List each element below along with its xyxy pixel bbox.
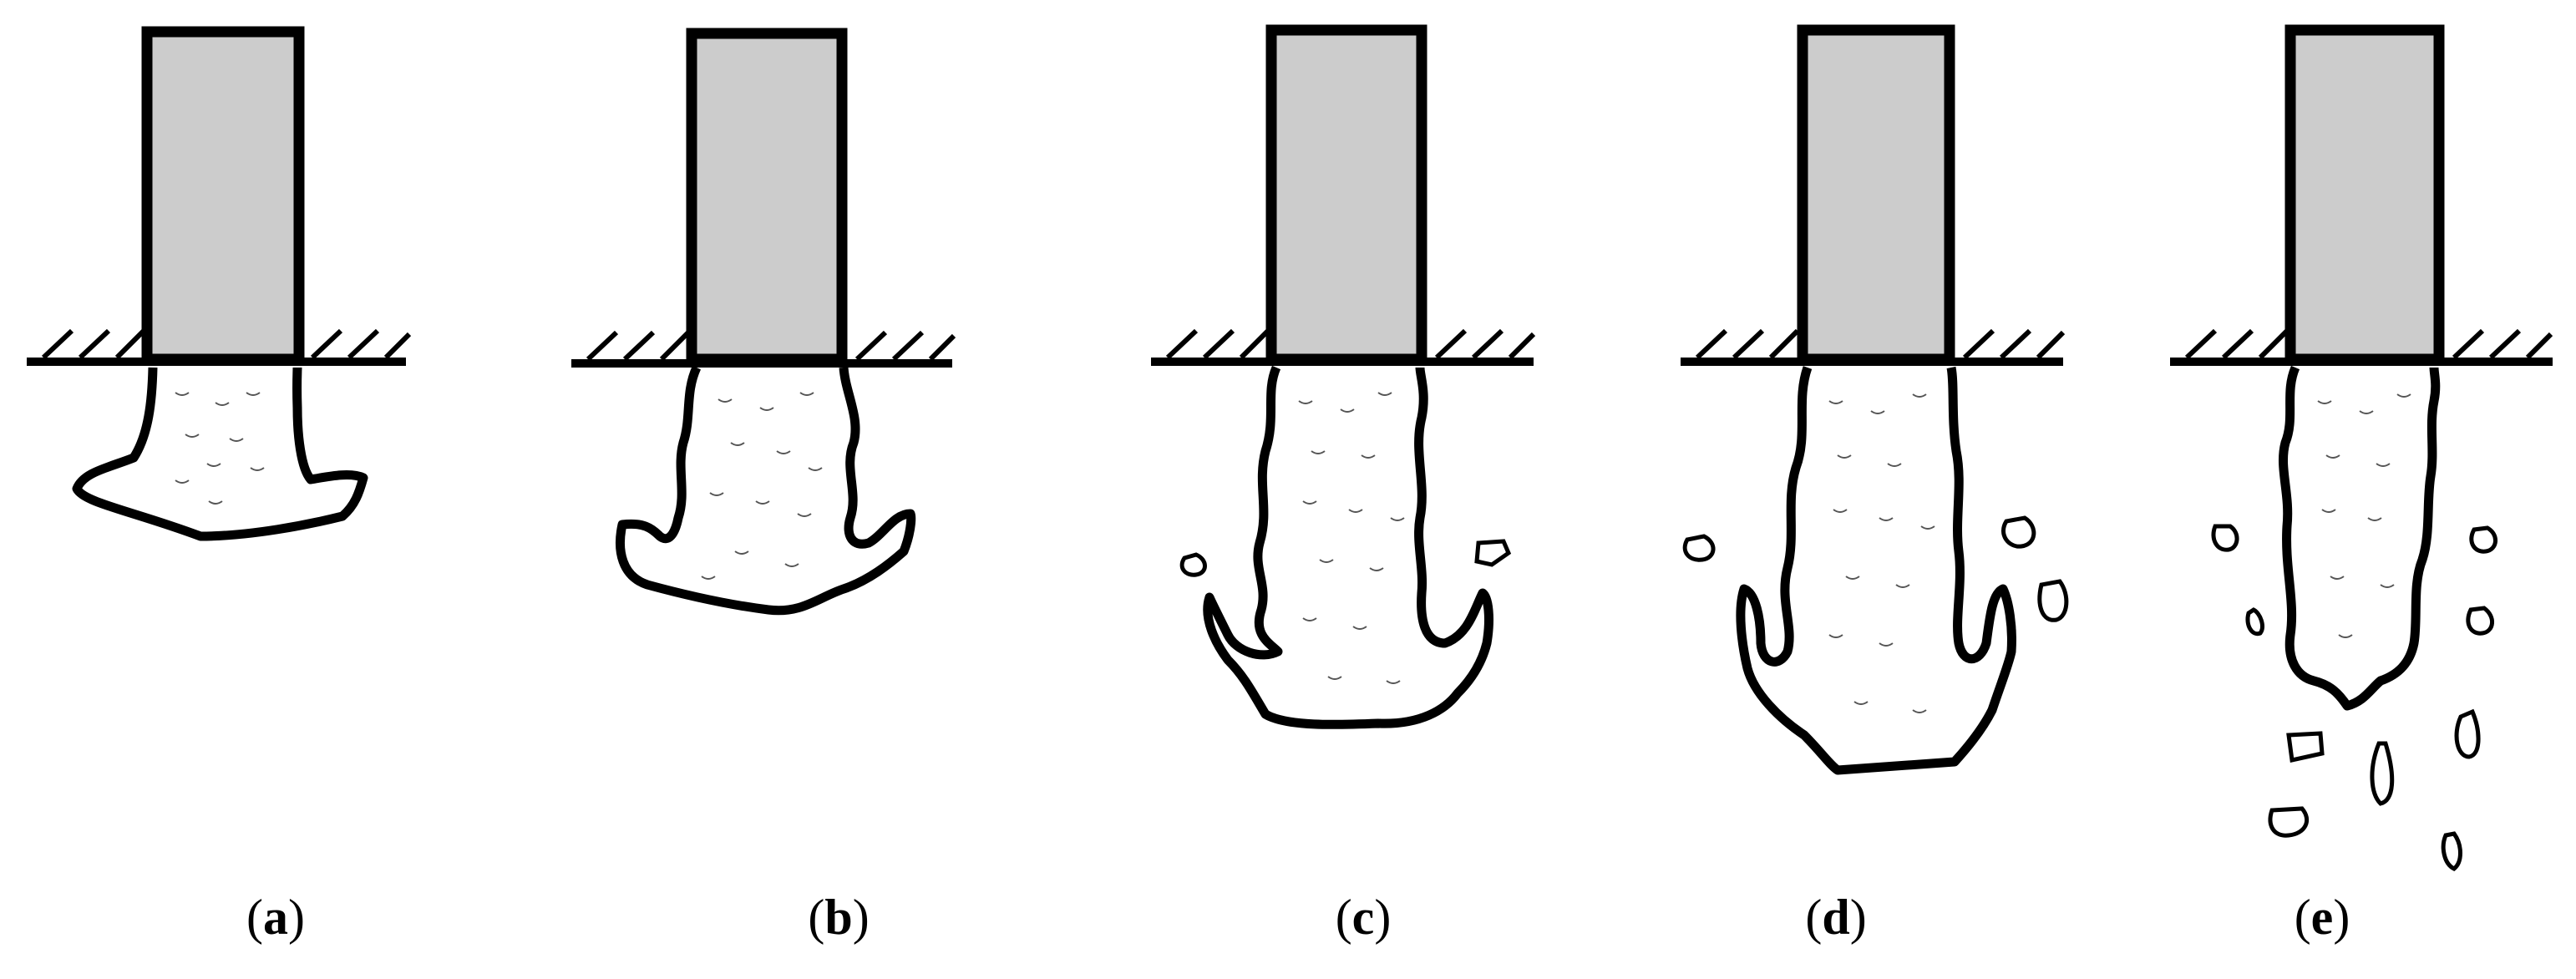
caption-d-close-paren: ) <box>1849 890 1867 945</box>
caption-b-letter: b <box>824 890 853 945</box>
fragment-e-9 <box>2441 831 2462 871</box>
caption-c-close-paren: ) <box>1374 890 1392 945</box>
ground-hatch-e <box>2184 328 2553 360</box>
ground-hatch-d <box>1695 328 2066 360</box>
caption-e-close-paren: ) <box>2333 890 2350 945</box>
texture-c <box>1298 392 1405 684</box>
panel-e <box>2170 24 2553 871</box>
caption-c: (c) <box>1280 892 1447 942</box>
texture-d <box>1828 393 1935 713</box>
fragment-e-3 <box>2245 607 2264 637</box>
caption-c-open-paren: ( <box>1335 890 1352 945</box>
fragment-e-2 <box>2469 525 2497 554</box>
caption-d-open-paren: ( <box>1805 890 1823 945</box>
fragment-e-7 <box>2370 741 2395 806</box>
texture-e <box>2317 393 2411 638</box>
deformed-body-b <box>616 365 916 616</box>
deformed-body-d <box>1736 366 2016 775</box>
panel-b <box>571 28 956 616</box>
fragment-d-1 <box>1682 534 1716 562</box>
fragment-e-5 <box>2286 731 2325 763</box>
panel-a <box>27 26 412 541</box>
caption-a-letter: a <box>263 890 288 945</box>
rod-a <box>141 26 305 365</box>
deformed-body-a <box>72 367 368 541</box>
fragment-e-1 <box>2211 524 2239 552</box>
ground-hatch-a <box>41 328 412 360</box>
caption-a-open-paren: ( <box>246 890 263 945</box>
texture-b <box>701 392 823 580</box>
caption-e-letter: e <box>2310 890 2334 945</box>
rod-e <box>2284 24 2445 365</box>
ground-hatch-b <box>586 330 956 362</box>
fragment-e-8 <box>2268 806 2309 838</box>
caption-b-close-paren: ) <box>852 890 870 945</box>
panel-c <box>1151 24 1536 729</box>
ground-hatch-c <box>1165 328 1536 360</box>
caption-a: (a) <box>192 892 359 942</box>
fragment-d-2 <box>2001 515 2036 549</box>
rod-d <box>1797 24 1955 365</box>
deformed-body-e <box>2279 365 2441 711</box>
fragment-c-1 <box>1179 552 1207 577</box>
caption-b-open-paren: ( <box>808 890 825 945</box>
texture-a <box>175 392 265 505</box>
caption-b: (b) <box>755 892 922 942</box>
deformed-body-c <box>1203 365 1493 729</box>
fragment-c-2 <box>1474 539 1512 567</box>
caption-e: (e) <box>2239 892 2406 942</box>
fragment-e-6 <box>2454 708 2481 759</box>
fragment-d-3 <box>2037 579 2069 622</box>
fragment-e-4 <box>2466 606 2494 636</box>
panel-d <box>1681 24 2069 775</box>
rod-b <box>686 28 848 365</box>
caption-c-letter: c <box>1351 890 1375 945</box>
rod-c <box>1265 24 1427 365</box>
caption-d: (d) <box>1752 892 1919 942</box>
caption-d-letter: d <box>1822 890 1850 945</box>
caption-e-open-paren: ( <box>2294 890 2311 945</box>
caption-a-close-paren: ) <box>288 890 305 945</box>
